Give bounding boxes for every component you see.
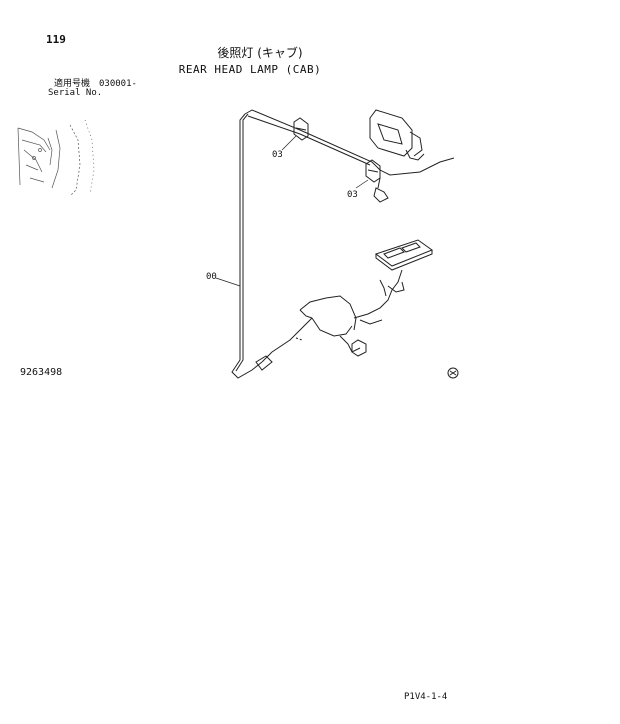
title-japanese: 後照灯 (キャブ) — [217, 46, 303, 60]
serial-value: 030001- — [99, 79, 137, 89]
circle-mark — [447, 367, 459, 379]
serial-label-japanese: 適用号機 — [54, 79, 91, 89]
callout-03-lower: 03 — [347, 190, 358, 200]
reference-code: P1V4-1-4 — [404, 692, 448, 702]
callout-00: 00 — [206, 272, 217, 282]
main-harness-cable — [231, 109, 455, 379]
page-number: 119 — [46, 33, 66, 46]
leader-lines — [215, 135, 369, 287]
title-english: REAR HEAD LAMP (CAB) — [178, 63, 322, 76]
callout-03-upper: 03 — [272, 150, 283, 160]
serial-label-english: Serial No. — [48, 88, 103, 98]
lower-harness — [255, 269, 405, 371]
clamp-upper — [293, 117, 309, 141]
machine-thumbnail — [17, 119, 95, 197]
rear-lamp — [369, 109, 425, 203]
switch-panel — [374, 239, 434, 271]
figure-number: 9263498 — [20, 367, 63, 378]
